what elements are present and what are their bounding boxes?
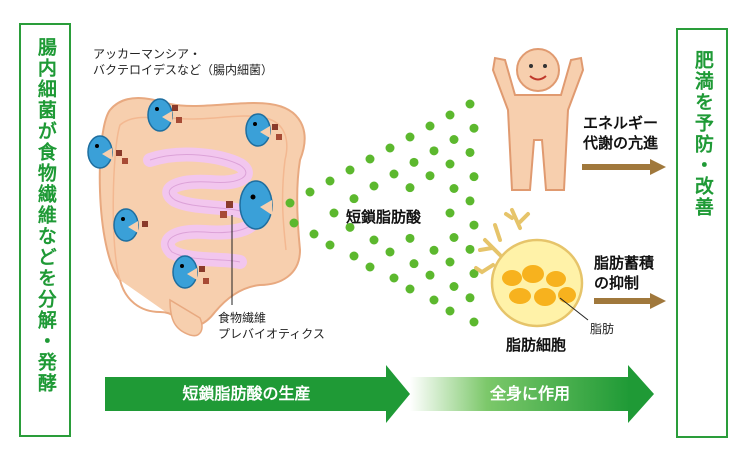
scfa-dot [425, 270, 435, 280]
scfa-dot [405, 132, 415, 142]
scfa-dot [369, 181, 379, 191]
energy-label-line2: 代謝の亢進 [583, 134, 659, 153]
scfa-dot [349, 251, 359, 261]
fat-storage-label-line2: の抑制 [594, 274, 640, 293]
scfa-dot [365, 262, 375, 272]
scfa-dot [449, 135, 459, 144]
scfa-dot [325, 176, 335, 186]
bacteria-group [87, 98, 282, 289]
scfa-dot [409, 259, 419, 269]
energy-label: エネルギー 代謝の亢進 [583, 113, 658, 154]
scfa-dot [385, 247, 395, 257]
bacteria-label-line2: バクテロイデスなど（腸内細菌） [93, 63, 274, 78]
scfa-dot [469, 269, 479, 279]
scfa-dot [345, 222, 355, 232]
arrow-whole-body [410, 365, 654, 423]
bacteria-label: アッカーマンシア・ バクテロイデスなど（腸内細菌） [93, 46, 273, 78]
scfa-dot [469, 172, 479, 182]
scfa-dot [469, 123, 479, 133]
scfa-dot [389, 273, 399, 283]
scfa-dot [445, 306, 455, 316]
scfa-dot [385, 143, 395, 153]
scfa-dot [405, 233, 415, 243]
scfa-dot [409, 157, 419, 167]
scfa-dot [445, 257, 455, 267]
fat-storage-label-line1: 脂肪蓄積 [594, 254, 655, 272]
scfa-dot [285, 198, 295, 208]
scfa-dot [305, 187, 315, 197]
bacteria-label-line1: アッカーマンシア・ [93, 47, 202, 61]
scfa-dot [405, 183, 415, 193]
brown-arrow-energy [582, 159, 666, 175]
scfa-dot [445, 110, 455, 120]
fiber-label: 食物繊維 プレバイオティクス [218, 310, 325, 342]
scfa-dot [465, 293, 475, 303]
arrow-scfa-production [105, 365, 410, 423]
scfa-dot [469, 220, 479, 230]
right-summary-text: 肥満を予防・改善 [691, 50, 714, 218]
scfa-dot [389, 169, 399, 179]
scfa-dot [449, 233, 459, 242]
scfa-dot [365, 154, 375, 164]
scfa-dot [429, 295, 439, 305]
left-summary-box: 腸内細菌が食物繊維などを分解・発酵 [19, 23, 71, 437]
scfa-dot [405, 284, 415, 294]
arrow1-label: 短鎖脂肪酸の生産 [182, 384, 311, 403]
fat-storage-label: 脂肪蓄積 の抑制 [594, 253, 654, 294]
scfa-dot [429, 146, 439, 156]
left-summary-text: 腸内細菌が食物繊維などを分解・発酵 [34, 37, 57, 394]
scfa-dot [465, 244, 475, 254]
fat-cell-label: 脂肪細胞 [506, 336, 567, 354]
right-summary-box: 肥満を予防・改善 [676, 28, 728, 438]
scfa-dot [329, 208, 339, 218]
scfa-dot [349, 194, 359, 204]
scfa-dots [285, 99, 479, 327]
scfa-dot [465, 196, 475, 206]
fat-cell-illustration [474, 208, 589, 328]
scfa-dot [469, 317, 479, 327]
scfa-dot [429, 245, 439, 255]
scfa-dot [465, 99, 475, 109]
brown-arrow-fat [594, 293, 666, 309]
energy-label-line1: エネルギー [583, 114, 659, 132]
scfa-dot [425, 121, 435, 131]
scfa-dot [465, 147, 475, 157]
scfa-dot [309, 229, 319, 239]
scfa-dot [445, 159, 455, 169]
person-illustration [491, 48, 585, 191]
arrow2-label: 全身に作用 [489, 384, 570, 403]
fiber-label-line1: 食物繊維 [218, 311, 267, 325]
scfa-dot [325, 240, 335, 250]
intestine-illustration [98, 97, 306, 337]
scfa-dot [445, 208, 455, 218]
scfa-dot [369, 235, 379, 245]
fiber-label-line2: プレバイオティクス [218, 327, 325, 342]
scfa-label: 短鎖脂肪酸 [346, 208, 422, 226]
scfa-dot [449, 184, 459, 193]
fat-label: 脂肪 [590, 322, 615, 336]
scfa-dot [289, 218, 299, 228]
scfa-dot [449, 282, 459, 291]
scfa-dot [345, 165, 355, 175]
scfa-dot [425, 171, 435, 181]
